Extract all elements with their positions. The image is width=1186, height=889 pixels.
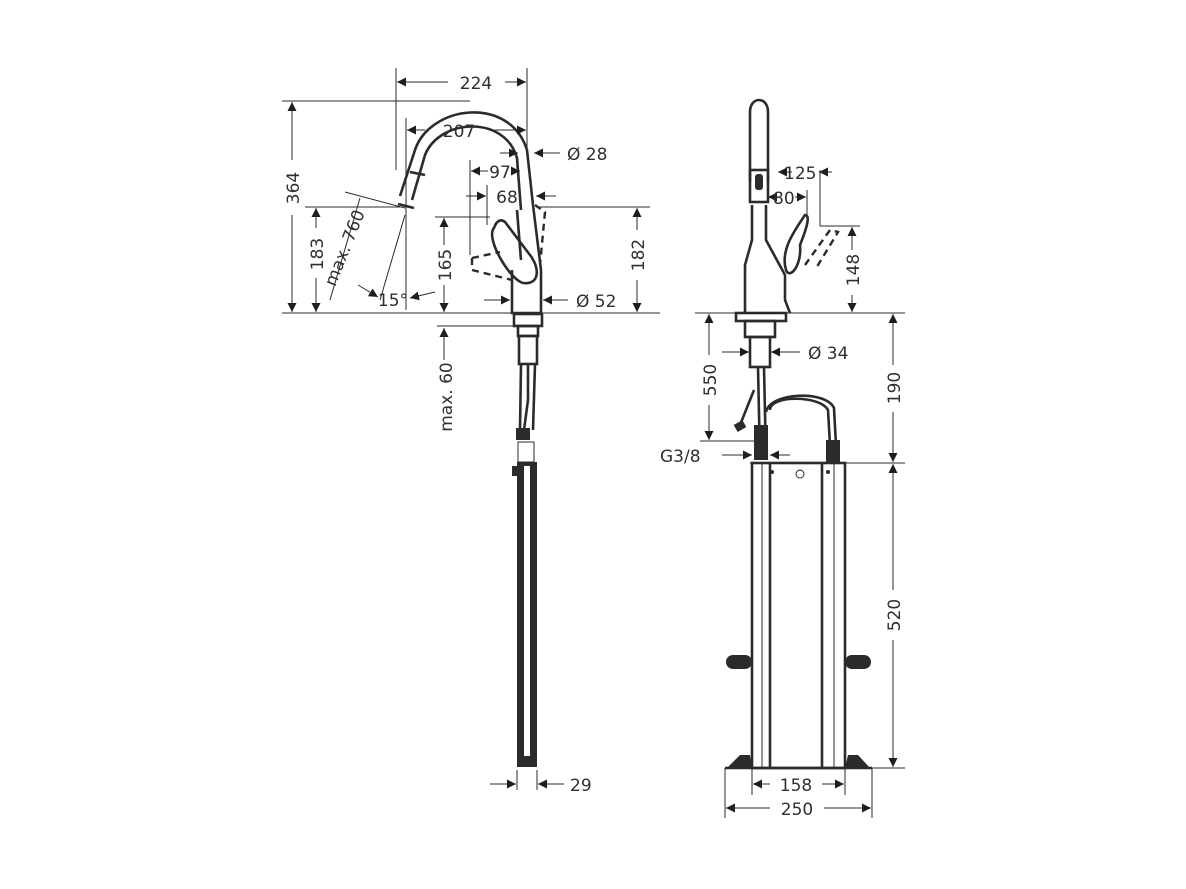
dim-148: 148 (844, 254, 864, 286)
front-view: 125 80 148 Ø 34 550 G3/8 190 520 (660, 98, 905, 820)
side-view: 224 207 Ø 28 97 68 364 183 max. 760 (282, 68, 660, 796)
dim-224: 224 (460, 74, 492, 94)
mount-nut (512, 312, 544, 328)
dim-max-60: max. 60 (437, 362, 457, 431)
dim-g38: G3/8 (660, 447, 701, 467)
handle-front (783, 213, 810, 275)
dim-80: 80 (773, 189, 795, 209)
spray-head (748, 98, 770, 182)
dim-520: 520 (885, 599, 905, 631)
dim-183: 183 (308, 238, 328, 270)
clamp-right (845, 655, 871, 669)
dim-207: 207 (443, 122, 475, 142)
dim-550: 550 (701, 364, 721, 396)
dim-o52: Ø 52 (576, 292, 616, 312)
spout (398, 111, 535, 206)
dim-29: 29 (570, 776, 592, 796)
mounting-box (750, 461, 847, 770)
dim-68: 68 (496, 188, 518, 208)
dim-158: 158 (780, 776, 812, 796)
handle (490, 219, 538, 285)
dim-125: 125 (784, 164, 816, 184)
dim-250: 250 (781, 800, 813, 820)
dim-o28: Ø 28 (567, 145, 607, 165)
dim-o34: Ø 34 (808, 344, 848, 364)
dim-190: 190 (885, 372, 905, 404)
dim-165: 165 (436, 249, 456, 281)
dim-97: 97 (489, 163, 511, 183)
clamp-left (726, 655, 752, 669)
dim-15deg: 15° (378, 291, 408, 311)
dim-182: 182 (629, 239, 649, 271)
dim-364: 364 (284, 172, 304, 204)
